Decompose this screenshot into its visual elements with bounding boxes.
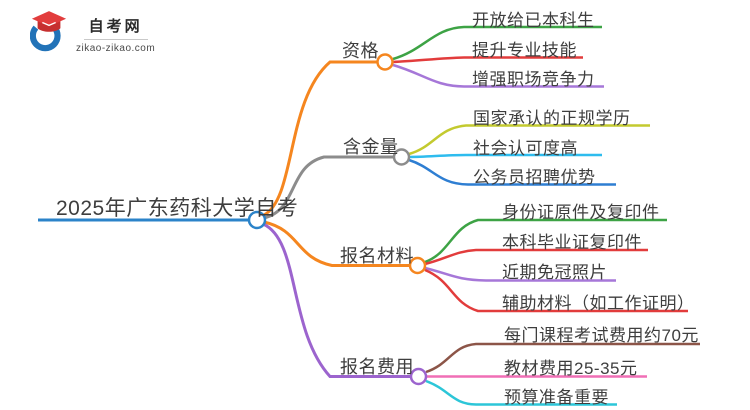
child-line-exam-fee bbox=[425, 342, 700, 374]
child-line-civil-service bbox=[408, 158, 616, 186]
child-label-supporting-docs: 辅助材料（如工作证明） bbox=[502, 294, 695, 313]
child-label-photo: 近期免冠照片 bbox=[502, 263, 607, 282]
site-logo: 自考网 zikao-zikao.com bbox=[30, 9, 155, 55]
child-line-diploma-copy bbox=[424, 248, 648, 266]
logo-divider bbox=[83, 39, 148, 40]
child-line-id-card bbox=[424, 218, 667, 264]
child-line-improve-skills bbox=[392, 56, 583, 64]
child-label-open-to-graduates: 开放给已本科生 bbox=[472, 11, 595, 30]
child-line-budget bbox=[425, 379, 617, 406]
fees-node-circle bbox=[409, 367, 428, 386]
branch-label-materials: 报名材料 bbox=[340, 246, 414, 266]
branch-fees-line bbox=[262, 222, 411, 378]
child-label-exam-fee: 每门课程考试费用约70元 bbox=[504, 326, 699, 345]
materials-node-circle bbox=[408, 256, 427, 275]
child-label-improve-skills: 提升专业技能 bbox=[472, 41, 577, 60]
branch-label-fees: 报名费用 bbox=[340, 357, 414, 377]
logo-title: 自考网 bbox=[88, 18, 143, 35]
qualification-node-circle bbox=[376, 53, 394, 71]
graduation-cap-logo-icon bbox=[30, 11, 67, 52]
child-line-open-to-graduates bbox=[392, 25, 602, 61]
branch-label-value: 含金量 bbox=[343, 137, 399, 157]
child-label-id-card: 身份证原件及复印件 bbox=[502, 203, 660, 222]
child-label-civil-service: 公务员招聘优势 bbox=[473, 168, 596, 187]
branch-label-qualification: 资格 bbox=[342, 41, 379, 61]
child-line-supporting-docs bbox=[424, 268, 688, 313]
logo-domain: zikao-zikao.com bbox=[76, 43, 156, 54]
root-topic-label: 2025年广东药科大学自考 bbox=[56, 197, 299, 220]
child-label-social-recognition: 社会认可度高 bbox=[473, 139, 578, 158]
branch-materials-line bbox=[263, 220, 410, 267]
child-line-social-recognition bbox=[408, 153, 602, 159]
child-label-state-recognized: 国家承认的正规学历 bbox=[473, 109, 631, 128]
branch-value-line bbox=[263, 155, 394, 220]
child-line-state-recognized bbox=[408, 124, 650, 156]
child-label-textbook-fee: 教材费用25-35元 bbox=[504, 359, 638, 378]
child-label-budget: 预算准备重要 bbox=[504, 388, 609, 407]
branch-qualification-line bbox=[263, 60, 377, 217]
child-line-photo bbox=[424, 266, 616, 282]
value-node-circle bbox=[392, 148, 411, 166]
root-node-circle bbox=[247, 210, 267, 230]
child-label-diploma-copy: 本科毕业证复印件 bbox=[502, 233, 642, 252]
child-line-competitiveness bbox=[392, 63, 604, 88]
child-label-competitiveness: 增强职场竞争力 bbox=[472, 70, 595, 89]
